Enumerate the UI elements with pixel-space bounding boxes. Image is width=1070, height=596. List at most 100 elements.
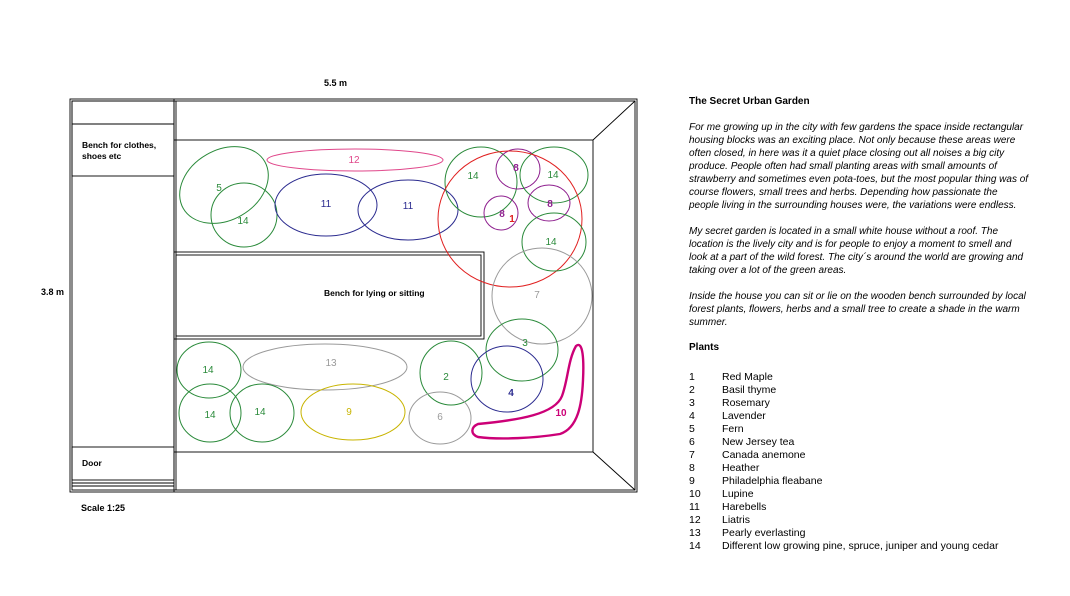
plant-row: 7 Canada anemone <box>689 449 1029 462</box>
planting-circle <box>242 343 408 391</box>
plant-number: 9 <box>689 475 695 487</box>
planting-label: 8 <box>499 209 505 220</box>
planting-label: 14 <box>467 171 479 182</box>
plant-row: 1 Red Maple <box>689 371 1029 384</box>
plant-row: 5 Fern <box>689 423 1029 436</box>
planting-label: 2 <box>443 372 449 383</box>
door-label: Door <box>82 458 103 468</box>
plant-number: 6 <box>689 436 695 448</box>
page-title: The Secret Urban Garden <box>689 96 810 107</box>
bench-clothes-label-line2: shoes etc <box>82 151 121 161</box>
planting-label: 8 <box>547 199 553 210</box>
planting-label: 14 <box>254 407 266 418</box>
plant-name: Fern <box>722 423 744 435</box>
description-panel: The Secret Urban Garden For me growing u… <box>689 96 1029 553</box>
planting-circle <box>266 148 444 172</box>
plant-name: Liatris <box>722 514 751 526</box>
plant-row: 10 Lupine <box>689 488 1029 501</box>
planting-circle <box>485 318 559 382</box>
plant-number: 7 <box>689 449 695 461</box>
planting-label: 14 <box>545 237 557 248</box>
planting-circle <box>519 146 589 204</box>
planting-circle <box>357 179 459 241</box>
planting-label: 14 <box>237 216 249 227</box>
plant-number: 13 <box>689 527 701 539</box>
plant-row: 8 Heather <box>689 462 1029 475</box>
planting-label: 14 <box>202 365 214 376</box>
scale-label: Scale 1:25 <box>81 503 126 513</box>
planting-circle <box>179 146 269 224</box>
planting-label: 3 <box>522 338 528 349</box>
plant-name: Different low growing pine, spruce, juni… <box>722 540 999 552</box>
plant-name: Lupine <box>722 488 754 500</box>
planting-circle <box>210 182 278 248</box>
planting-label: 1 <box>509 214 515 225</box>
house-walls <box>69 98 638 493</box>
paragraph-1: For me growing up in the city with few g… <box>689 122 1029 211</box>
plant-row: 2 Basil thyme <box>689 384 1029 397</box>
planting-circle <box>444 146 518 218</box>
plant-number: 14 <box>689 540 701 552</box>
planting-circle <box>527 184 571 222</box>
plant-row: 13 Pearly everlasting <box>689 527 1029 540</box>
planting-label: 14 <box>547 170 559 181</box>
plant-row: 3 Rosemary <box>689 397 1029 410</box>
plant-name: Harebells <box>722 501 767 513</box>
planting-label: 14 <box>204 410 216 421</box>
plant-name: Philadelphia fleabane <box>722 475 823 487</box>
planting-label: 11 <box>321 199 332 210</box>
planting-label: 6 <box>437 412 443 423</box>
bench-lying-label: Bench for lying or sitting <box>324 288 425 298</box>
planting-label: 12 <box>348 155 360 166</box>
height-dimension-label: 3.8 m <box>41 287 65 297</box>
plant-number: 3 <box>689 397 695 409</box>
plant-number: 1 <box>689 371 695 383</box>
bench-clothes-label-line1: Bench for clothes, <box>82 140 156 150</box>
planting-label: 13 <box>325 358 337 369</box>
plant-number: 5 <box>689 423 695 435</box>
planting-circle <box>274 173 378 237</box>
plant-name: Pearly everlasting <box>722 527 806 539</box>
plant-name: Basil thyme <box>722 384 777 396</box>
plant-row: 9 Philadelphia fleabane <box>689 475 1029 488</box>
plant-row: 11 Harebells <box>689 501 1029 514</box>
plant-number: 2 <box>689 384 695 396</box>
plant-name: Canada anemone <box>722 449 806 461</box>
planting-circle <box>483 195 519 231</box>
plant-name: New Jersey tea <box>722 436 795 448</box>
plant-name: Heather <box>722 462 760 474</box>
planting-circle <box>176 341 242 399</box>
planting-label: 4 <box>508 388 514 399</box>
planting-label: 10 <box>555 408 567 419</box>
planting-circle <box>229 383 295 443</box>
planting-circle <box>521 212 587 272</box>
plant-number: 10 <box>689 488 701 500</box>
plant-row: 14 Different low growing pine, spruce, ju… <box>689 540 1029 553</box>
plant-number: 8 <box>689 462 695 474</box>
planting-label: 8 <box>513 163 519 174</box>
planting-circle <box>419 340 483 406</box>
plants-heading: Plants <box>689 342 720 353</box>
planting-circle <box>300 383 406 441</box>
plant-number: 4 <box>689 410 695 422</box>
plant-name: Rosemary <box>722 397 770 409</box>
plant-name: Red Maple <box>722 371 773 383</box>
paragraph-2: My secret garden is located in a small w… <box>689 226 1024 276</box>
planting-circle <box>178 383 242 443</box>
width-dimension-label: 5.5 m <box>324 78 348 88</box>
planting-label: 5 <box>216 183 222 194</box>
planting-label: 7 <box>534 290 540 301</box>
planting-label: 9 <box>346 407 352 418</box>
lupine-planting-outline <box>471 343 585 440</box>
planting-circle <box>495 148 541 190</box>
plant-number: 11 <box>689 501 700 513</box>
planting-circle <box>491 247 593 345</box>
planting-label: 11 <box>403 201 414 212</box>
paragraph-3: Inside the house you can sit or lie on t… <box>689 291 1026 328</box>
planting-circle <box>470 345 544 413</box>
